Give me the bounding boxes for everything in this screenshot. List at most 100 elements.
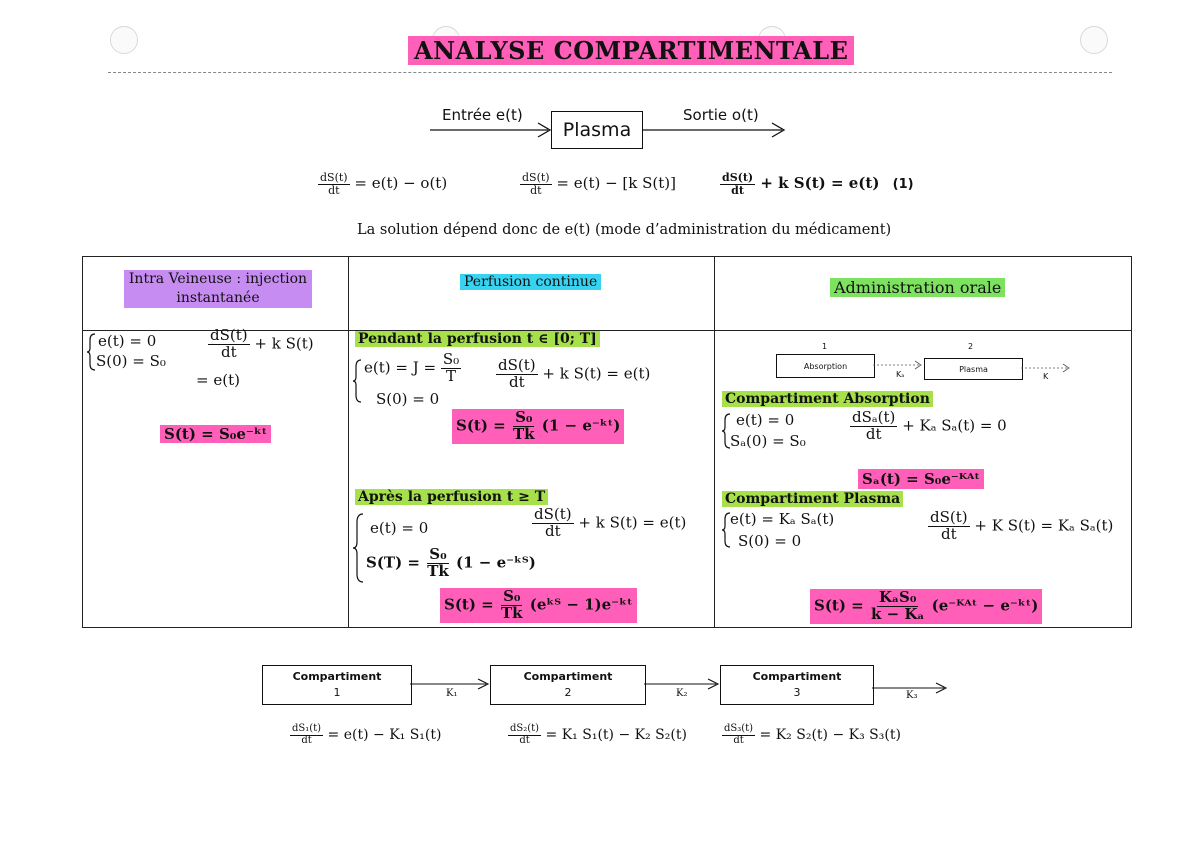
oral-abs-solution: Sₐ(t) = S₀e⁻ᴷᴬᵗ: [858, 469, 984, 489]
compartment-3-title: Compartiment: [752, 670, 842, 683]
perf-after-ode: dS(t)dt + k S(t) = e(t): [532, 506, 687, 540]
chain-eq-2: dS₂(t)dt = K₁ S₁(t) − K₂ S₂(t): [508, 723, 687, 746]
perf-during-sol-num: S₀: [513, 408, 535, 427]
perf-during-sys1-den: T: [446, 366, 457, 385]
compartment-3-number: 3: [793, 686, 801, 699]
oral-arrow-2: [1021, 363, 1070, 373]
oral-pl-sys2: S(0) = 0: [738, 532, 802, 550]
iv-solution: S(t) = S₀e⁻ᵏᵗ: [160, 425, 272, 443]
oral-diagram-k: K: [1043, 372, 1049, 381]
perf-during-sol-rhs: (1 − e⁻ᵏᵗ): [541, 416, 621, 435]
main-eq-tag: (1): [892, 177, 914, 193]
perf-during-sys1-lhs: e(t) = J =: [364, 358, 437, 377]
table-col-divider-1: [348, 256, 349, 628]
oral-plasma-box-label: Plasma: [959, 364, 988, 374]
chain-arrow-2: [644, 678, 720, 690]
iv-sys-line2: S(0) = S₀: [96, 352, 166, 370]
chain-k2: K₂: [676, 688, 688, 699]
perf-after-sol-rhs: (eᵏᵀ − 1)e⁻ᵏᵗ: [529, 595, 633, 614]
balance-eq-rhs: = e(t) − o(t): [354, 174, 448, 193]
chain-eq-2-rhs: = K₁ S₁(t) − K₂ S₂(t): [545, 727, 687, 743]
perf-during-ode-rhs: + k S(t) = e(t): [542, 364, 651, 383]
perf-after-sys2-den: Tk: [427, 561, 449, 580]
oral-absorption-box: Absorption: [776, 354, 875, 378]
col-header-oral: Administration orale: [830, 278, 1006, 297]
compartment-1-title: Compartiment: [292, 670, 382, 683]
perf-after-sol-lhs: S(t) =: [444, 595, 494, 614]
oral-pl-ode-den: dt: [940, 524, 957, 543]
input-label: Entrée e(t): [442, 106, 523, 124]
oral-plasma-title: Compartiment Plasma: [722, 491, 904, 507]
perf-after-ode-rhs: + k S(t) = e(t): [578, 513, 687, 532]
title-rule: [108, 72, 1112, 73]
perf-after-sol-den: Tk: [500, 603, 523, 622]
main-eq-num: dS(t): [720, 171, 756, 185]
perf-after-sol-num: S₀: [501, 587, 523, 606]
compartment-2-number: 2: [564, 686, 572, 699]
oral-abs-ode-num: dSₐ(t): [850, 408, 898, 427]
oral-plasma-brace: [722, 512, 731, 548]
chain-eq-3: dS₃(t)dt = K₂ S₂(t) − K₃ S₃(t): [722, 723, 901, 746]
solution-note: La solution dépend donc de e(t) (mode d’…: [357, 222, 892, 238]
oral-diagram-ka: Kₐ: [896, 370, 905, 379]
iv-brace: [87, 333, 96, 371]
elimination-eq-rhs: = e(t) − [k S(t)]: [556, 174, 676, 193]
oral-abs-sys2: Sₐ(0) = S₀: [730, 432, 806, 450]
oral-abs-ode-den: dt: [865, 424, 882, 443]
elimination-equation: dS(t)dt = e(t) − [k S(t)]: [520, 172, 676, 196]
chain-eq-1-num: dS₁(t): [290, 723, 324, 736]
oral-absorption-brace: [722, 413, 731, 449]
chain-k1: K₁: [446, 688, 458, 699]
iv-ode: dS(t)dt + k S(t): [208, 326, 314, 361]
iv-ode-num: dS(t): [208, 326, 250, 345]
oral-pl-ode: dS(t)dt + K S(t) = Kₐ Sₐ(t): [928, 509, 1114, 543]
iv-sys-line1: e(t) = 0: [98, 332, 157, 350]
chain-k3: K₃: [906, 690, 918, 701]
chain-eq-1-rhs: = e(t) − K₁ S₁(t): [327, 727, 442, 743]
compartment-1-number: 1: [333, 686, 341, 699]
iv-ode-den: dt: [220, 342, 237, 361]
oral-pl-sys1: e(t) = Kₐ Sₐ(t): [730, 510, 835, 528]
oral-pl-sol-num: KₐS₀: [876, 588, 919, 607]
perf-after-sys2-lhs: S(T) =: [366, 553, 420, 572]
chain-eq-3-den: dt: [733, 734, 744, 746]
chain-eq-3-num: dS₃(t): [722, 723, 756, 736]
perf-during-sys1-num: S₀: [440, 350, 462, 369]
perf-during-sys2: S(0) = 0: [376, 390, 440, 408]
chain-arrow-3: [872, 682, 948, 694]
perf-after-sys1: e(t) = 0: [370, 519, 429, 537]
oral-pl-sol-rhs: (e⁻ᴷᴬᵗ − e⁻ᵏᵗ): [931, 596, 1039, 615]
oral-absorption-box-label: Absorption: [803, 361, 848, 371]
table-header-divider: [82, 330, 1131, 331]
chain-eq-2-den: dt: [519, 734, 530, 746]
compartment-1-box: Compartiment 1: [262, 665, 412, 705]
perf-after-brace: [353, 513, 364, 583]
oral-abs-ode-rhs: + Kₐ Sₐ(t) = 0: [902, 416, 1007, 435]
perf-after-sys2-rhs: (1 − e⁻ᵏᵀ): [456, 553, 536, 572]
balance-eq-den: dt: [328, 183, 340, 197]
main-eq-den: dt: [731, 183, 744, 197]
perf-during-ode-num: dS(t): [496, 356, 538, 375]
elimination-eq-num: dS(t): [520, 171, 552, 185]
main-eq-rhs: + k S(t) = e(t): [760, 174, 880, 193]
balance-equation: dS(t)dt = e(t) − o(t): [318, 172, 447, 196]
plasma-box: Plasma: [551, 111, 643, 149]
output-arrow: [642, 122, 786, 138]
oral-pl-sol-den: k − Kₐ: [870, 604, 925, 623]
oral-abs-ode: dSₐ(t)dt + Kₐ Sₐ(t) = 0: [850, 408, 1007, 443]
page-title: ANALYSE COMPARTIMENTALE: [408, 36, 855, 65]
compartment-3-box: Compartiment 3: [720, 665, 874, 705]
oral-abs-sys1: e(t) = 0: [736, 411, 795, 429]
perf-during-brace: [353, 359, 362, 403]
perf-after-title: Après la perfusion t ≥ T: [355, 489, 549, 505]
punch-hole-right: [1080, 26, 1108, 54]
oral-diagram-num2: 2: [968, 342, 974, 351]
oral-pl-ode-rhs: + K S(t) = Kₐ Sₐ(t): [974, 516, 1114, 535]
perf-during-ode-den: dt: [508, 372, 525, 391]
iv-ode-line2: = e(t): [196, 371, 240, 389]
col-header-iv: Intra Veineuse : injection instantanée: [124, 270, 312, 308]
oral-plasma-box: Plasma: [924, 358, 1023, 380]
